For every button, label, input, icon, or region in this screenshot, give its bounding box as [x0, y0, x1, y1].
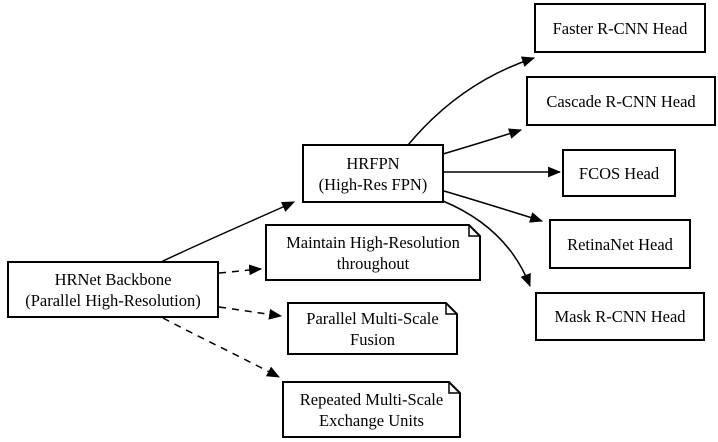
note-fold-repeated — [448, 382, 460, 394]
edge-hrfpn-to-retinanet — [443, 190, 544, 223]
node-box-cascade-rcnn-head — [526, 76, 716, 126]
node-box-fcos-head — [562, 149, 676, 197]
node-box-mask-rcnn-head — [535, 292, 705, 341]
note-fold-maintain — [468, 225, 480, 237]
edge-hrnet-to-note-repeated — [162, 317, 280, 378]
edge-hrfpn-to-cascade-rcnn — [442, 128, 523, 155]
edge-hrfpn-to-faster-rcnn — [407, 56, 536, 146]
edge-hrnet-to-note-parallel — [218, 306, 283, 320]
edge-hrnet-to-hrfpn — [160, 201, 295, 263]
node-box-hrfpn — [302, 144, 444, 203]
node-box-retinanet-head — [549, 219, 691, 269]
edge-hrnet-to-note-maintain — [218, 264, 263, 276]
edge-hrfpn-to-mask-rcnn — [442, 200, 531, 288]
note-fold-parallel — [445, 303, 457, 315]
node-note-maintain-high-resolution — [265, 224, 481, 281]
node-box-faster-rcnn-head — [534, 3, 706, 53]
node-note-repeated-multi-scale-exchange — [282, 381, 461, 438]
node-box-hrnet-backbone — [7, 261, 219, 318]
node-note-parallel-multi-scale-fusion — [287, 302, 458, 355]
